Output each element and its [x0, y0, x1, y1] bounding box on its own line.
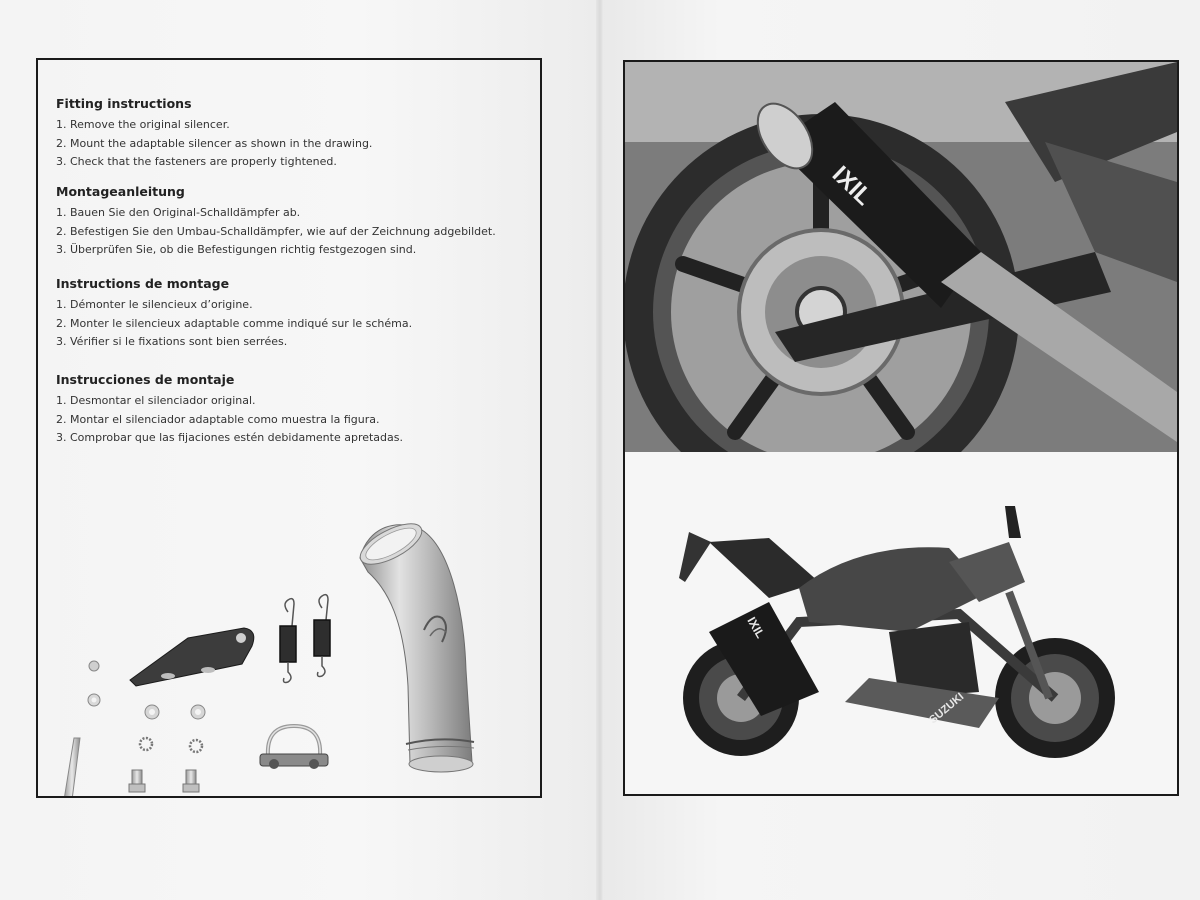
bolts — [64, 737, 200, 796]
left-page — [0, 0, 600, 900]
section-spanish: Instrucciones de montaje 1.Desmontar el … — [56, 372, 403, 448]
section-title: Montageanleitung — [56, 184, 185, 199]
motorcycle-photo: IXIL SUZUKI — [649, 502, 1149, 792]
springs — [279, 593, 331, 684]
washers-nuts — [87, 660, 206, 754]
step-item: 3.Check that the fasteners are properly … — [56, 155, 337, 168]
mounting-bracket — [129, 627, 255, 687]
page-fold — [596, 0, 604, 900]
step-item: 1.Démonter le silencieux d’origine. — [56, 298, 253, 311]
section-title: Fitting instructions — [56, 96, 192, 111]
instructions-frame: Fitting instructions 1.Remove the origin… — [36, 58, 542, 798]
step-item: 1.Bauen Sie den Original-Schalldämpfer a… — [56, 206, 301, 219]
step-item: 1.Remove the original silencer. — [56, 118, 230, 131]
parts-kit-illustration — [64, 523, 475, 796]
photos-frame: IXIL IXIL SUZUKI — [623, 60, 1179, 796]
section-german: Montageanleitung 1.Bauen Sie den Origina… — [56, 184, 496, 260]
step-item: 2.Monter le silencieux adaptable comme i… — [56, 316, 413, 330]
step-item: 3.Vérifier si le fixations sont bien ser… — [56, 335, 288, 348]
link-pipe — [359, 523, 475, 773]
step-item: 2.Montar el silenciador adaptable como m… — [56, 412, 380, 426]
step-item: 3.Überprüfen Sie, ob die Befestigungen r… — [56, 243, 417, 256]
step-item: 2.Befestigen Sie den Umbau-Schalldämpfer… — [56, 224, 496, 238]
section-title: Instrucciones de montaje — [56, 372, 235, 387]
rear-wheel-photo: IXIL — [625, 62, 1177, 452]
section-english: Fitting instructions 1.Remove the origin… — [56, 96, 372, 172]
step-item: 1.Desmontar el silenciador original. — [56, 394, 256, 407]
step-item: 3.Comprobar que las fijaciones estén deb… — [56, 431, 403, 444]
step-item: 2.Mount the adaptable silencer as shown … — [56, 136, 373, 150]
exhaust-clamp — [259, 723, 329, 769]
section-french: Instructions de montage 1.Démonter le si… — [56, 276, 412, 352]
section-title: Instructions de montage — [56, 276, 230, 291]
